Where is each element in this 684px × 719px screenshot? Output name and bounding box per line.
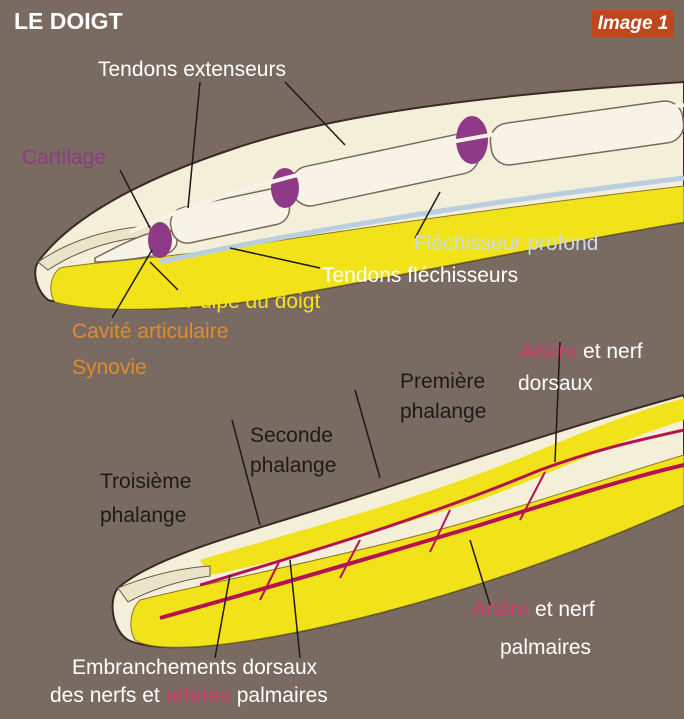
label-artere-nerf-palmaires: Artère et nerf [472,598,595,622]
label-seconde: Seconde [250,424,333,448]
label-cartilage: Cartilage [22,146,106,170]
label-dorsaux: dorsaux [518,372,593,396]
label-tendons-extenseurs: Tendons extenseurs [98,58,286,82]
label-et-nerf-palmar: et nerf [529,598,594,621]
label-cavite-articulaire: Cavité articulaire [72,320,228,344]
label-troisieme-phalange: phalange [100,504,186,528]
label-flechisseur-profond: Fléchisseur profond [414,232,598,256]
label-artere-dorsal-word: Artère [520,340,577,363]
label-seconde-phalange: phalange [250,454,336,478]
label-artere-palmar-word: Artère [472,598,529,621]
label-artere-nerf-dorsaux: Artère et nerf [520,340,643,364]
label-tendons-flechisseurs: Tendons fléchisseurs [322,264,518,288]
label-embranchements: Embranchements dorsaux [72,656,317,680]
bottom-finger-section [113,395,684,647]
label-premiere-phalange: phalange [400,400,486,424]
dip-joint-cartilage [148,222,172,258]
label-arteres-word: artères [166,684,231,707]
image-badge: Image 1 [592,10,674,38]
label-synovie: Synovie [72,356,147,380]
label-palmaires-suffix: palmaires [231,684,328,707]
label-pulpe-du-doigt: Pulpe du doigt [186,290,320,314]
label-et-nerf-dorsal: et nerf [577,340,642,363]
divider-second-first [355,390,380,478]
label-premiere: Première [400,370,485,394]
label-nerfs-arteres-palmaires: des nerfs et artères palmaires [50,684,328,708]
label-des-nerfs-et: des nerfs et [50,684,166,707]
label-troisieme: Troisième [100,470,191,494]
figure-title: LE DOIGT [14,8,123,35]
label-palmaires: palmaires [500,636,591,660]
